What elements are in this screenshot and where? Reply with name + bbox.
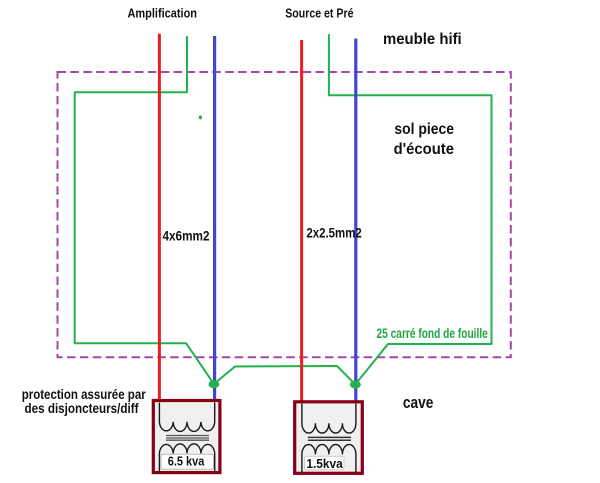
svg-text:4x6mm2: 4x6mm2 xyxy=(163,228,210,244)
svg-text:6.5 kva: 6.5 kva xyxy=(168,455,205,469)
svg-text:Source et Pré: Source et Pré xyxy=(285,6,353,21)
svg-text:d'écoute: d'écoute xyxy=(394,141,455,158)
svg-text:meuble hifi: meuble hifi xyxy=(383,31,462,48)
svg-text:25 carré fond de fouille: 25 carré fond de fouille xyxy=(377,326,489,341)
svg-text:des disjoncteurs/diff: des disjoncteurs/diff xyxy=(25,401,139,416)
svg-text:cave: cave xyxy=(403,393,434,412)
svg-text:Amplification: Amplification xyxy=(128,6,198,21)
svg-text:2x2.5mm2: 2x2.5mm2 xyxy=(306,225,362,241)
svg-text:sol piece: sol piece xyxy=(394,121,454,138)
svg-text:protection assurée par: protection assurée par xyxy=(22,387,147,402)
svg-text:1.5kva: 1.5kva xyxy=(306,456,343,471)
